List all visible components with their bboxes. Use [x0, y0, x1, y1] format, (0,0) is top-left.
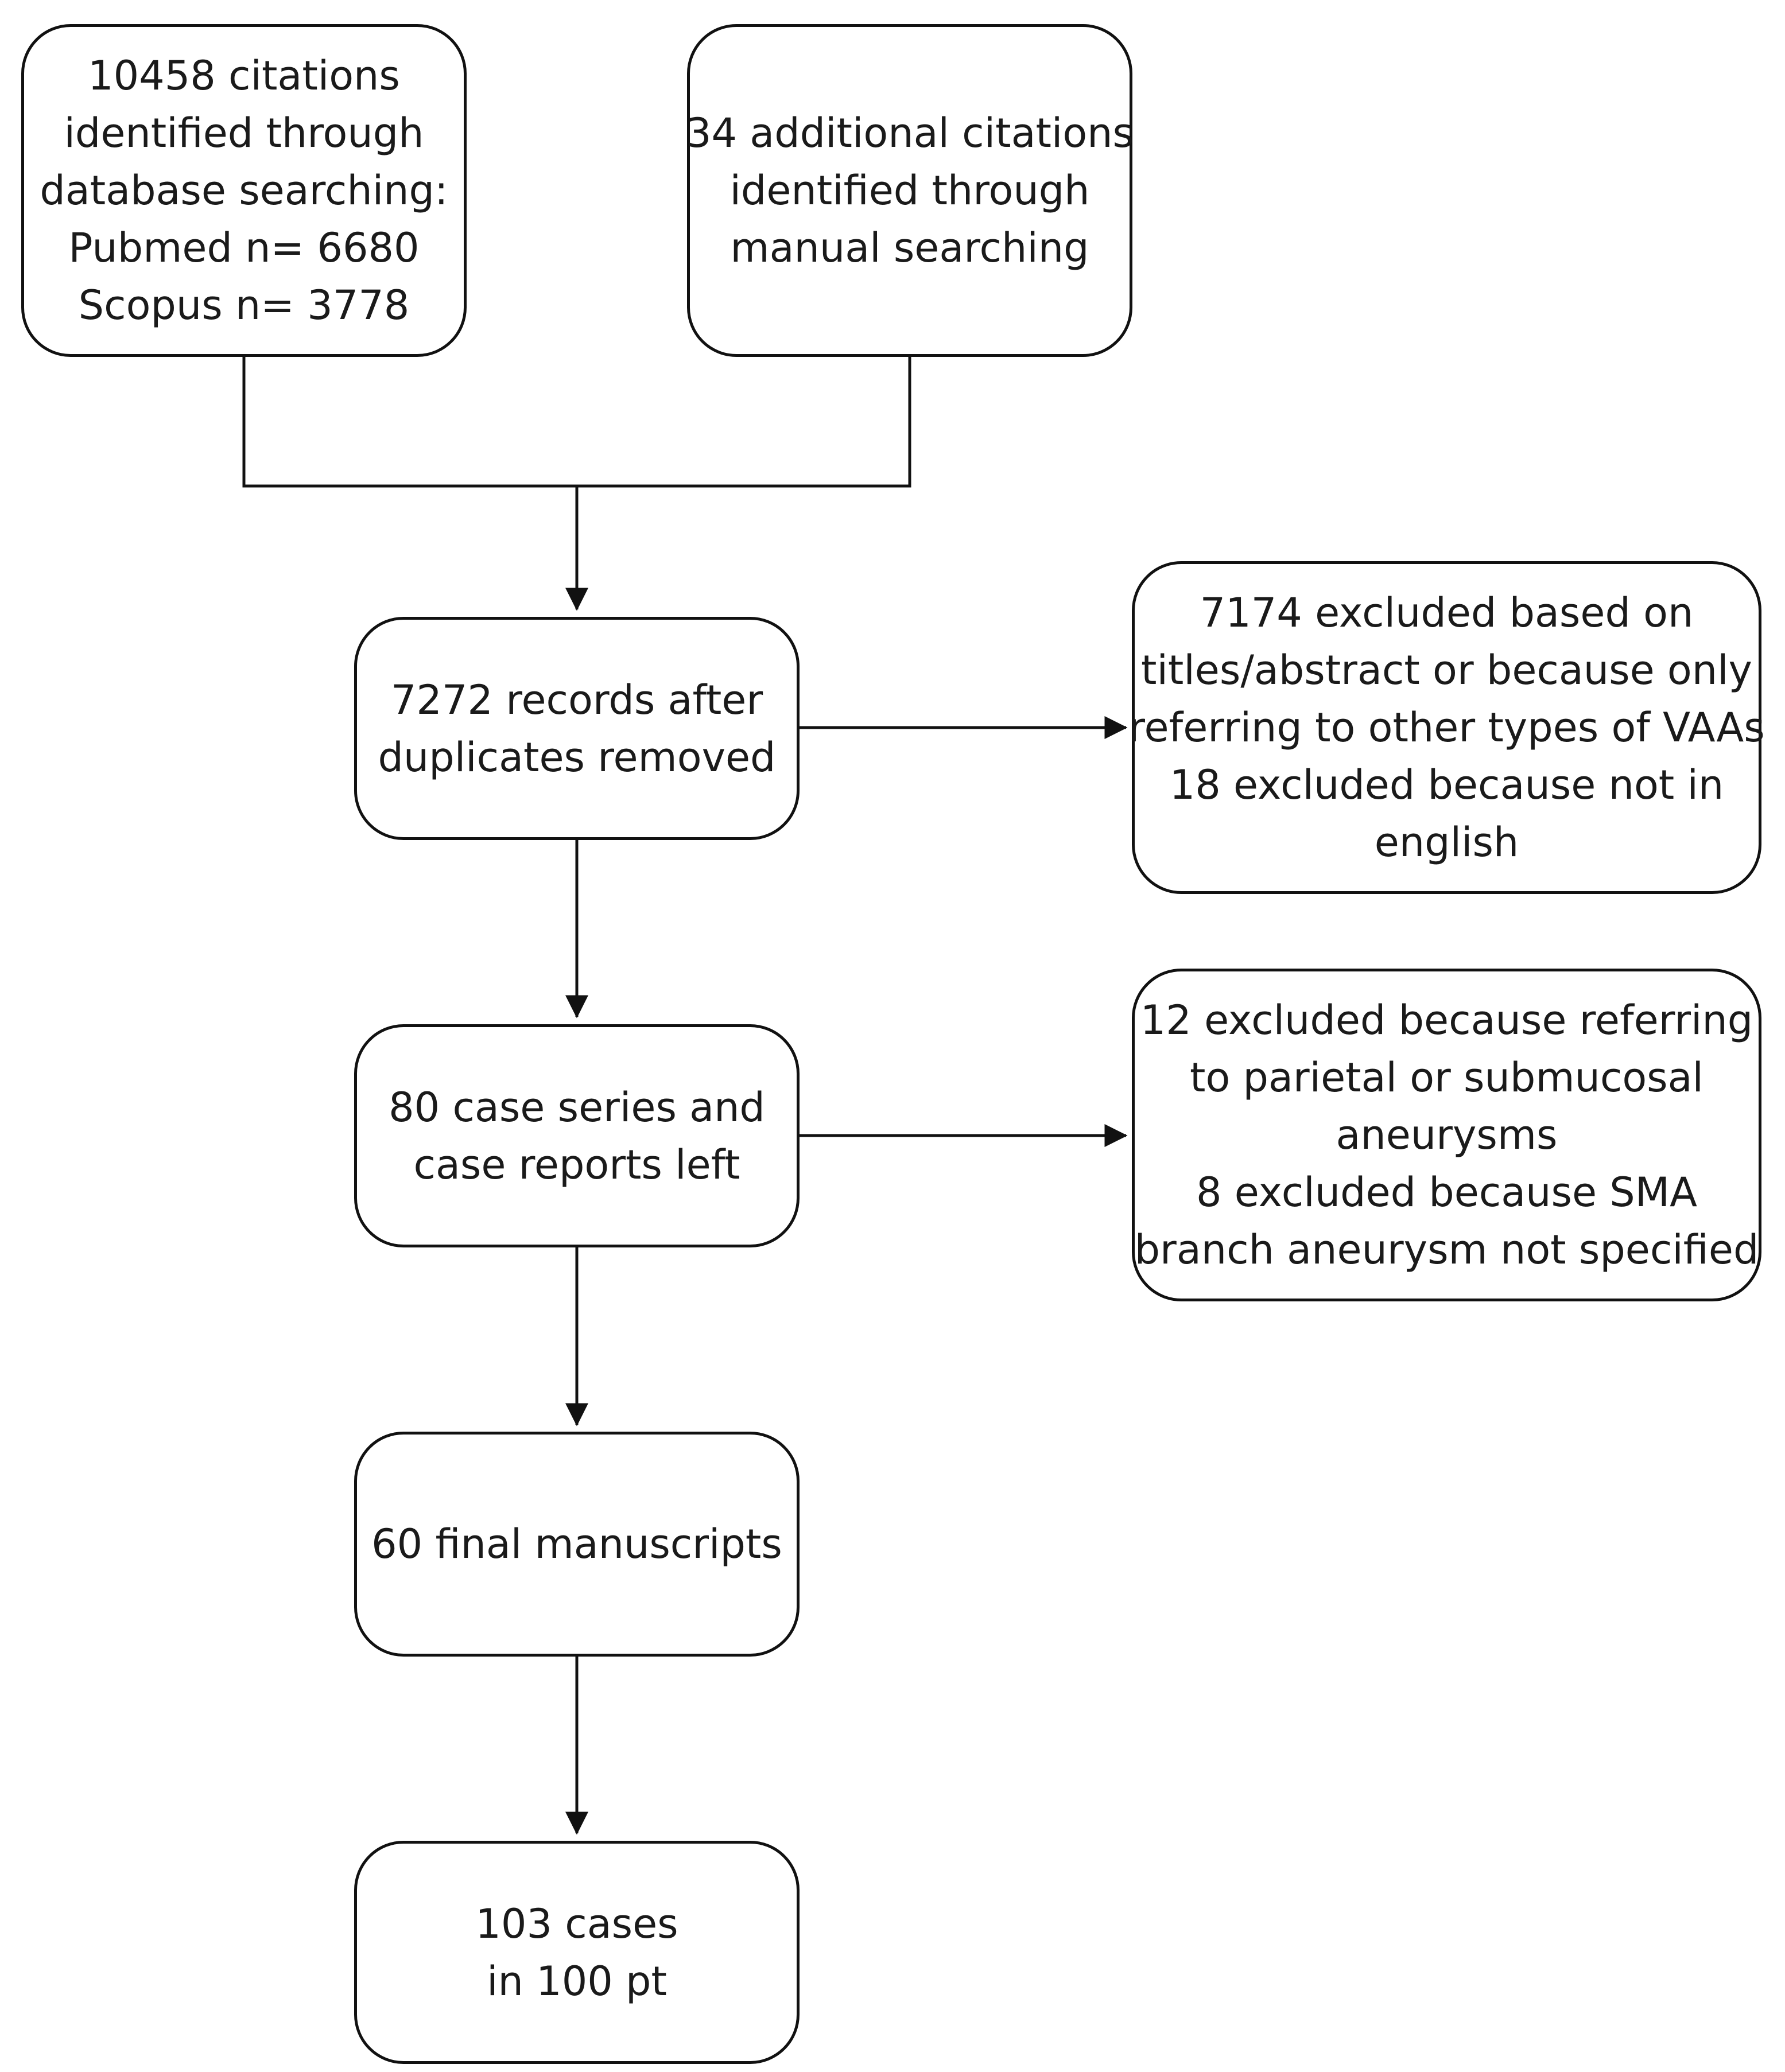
exclusion-text-2: 12 excluded because referring to parieta…	[1134, 997, 1759, 1273]
records-after-duplicates-text: 7272 records after duplicates removed	[378, 676, 776, 781]
final-manuscripts-box: 60 final manuscripts	[354, 1432, 800, 1657]
final-cases-text: 103 cases in 100 pt	[475, 1900, 678, 2005]
database-search-box: 10458 citations identified through datab…	[21, 24, 467, 357]
final-manuscripts-text: 60 final manuscripts	[371, 1521, 782, 1568]
exclusion-box-2: 12 excluded because referring to parieta…	[1132, 969, 1761, 1301]
exclusion-text-1: 7174 excluded based on titles/abstract o…	[1128, 589, 1765, 866]
exclusion-box-1: 7174 excluded based on titles/abstract o…	[1128, 561, 1765, 894]
final-cases-box: 103 cases in 100 pt	[354, 1841, 800, 2064]
manual-search-box: 34 additional citations identified throu…	[685, 24, 1134, 357]
records-after-duplicates-box: 7272 records after duplicates removed	[354, 617, 800, 840]
merge-connector	[242, 356, 911, 488]
case-series-text: 80 case series and case reports left	[389, 1083, 765, 1188]
manual-search-text: 34 additional citations identified throu…	[685, 110, 1134, 271]
database-search-text: 10458 citations identified through datab…	[40, 52, 448, 329]
case-series-box: 80 case series and case reports left	[354, 1024, 800, 1247]
